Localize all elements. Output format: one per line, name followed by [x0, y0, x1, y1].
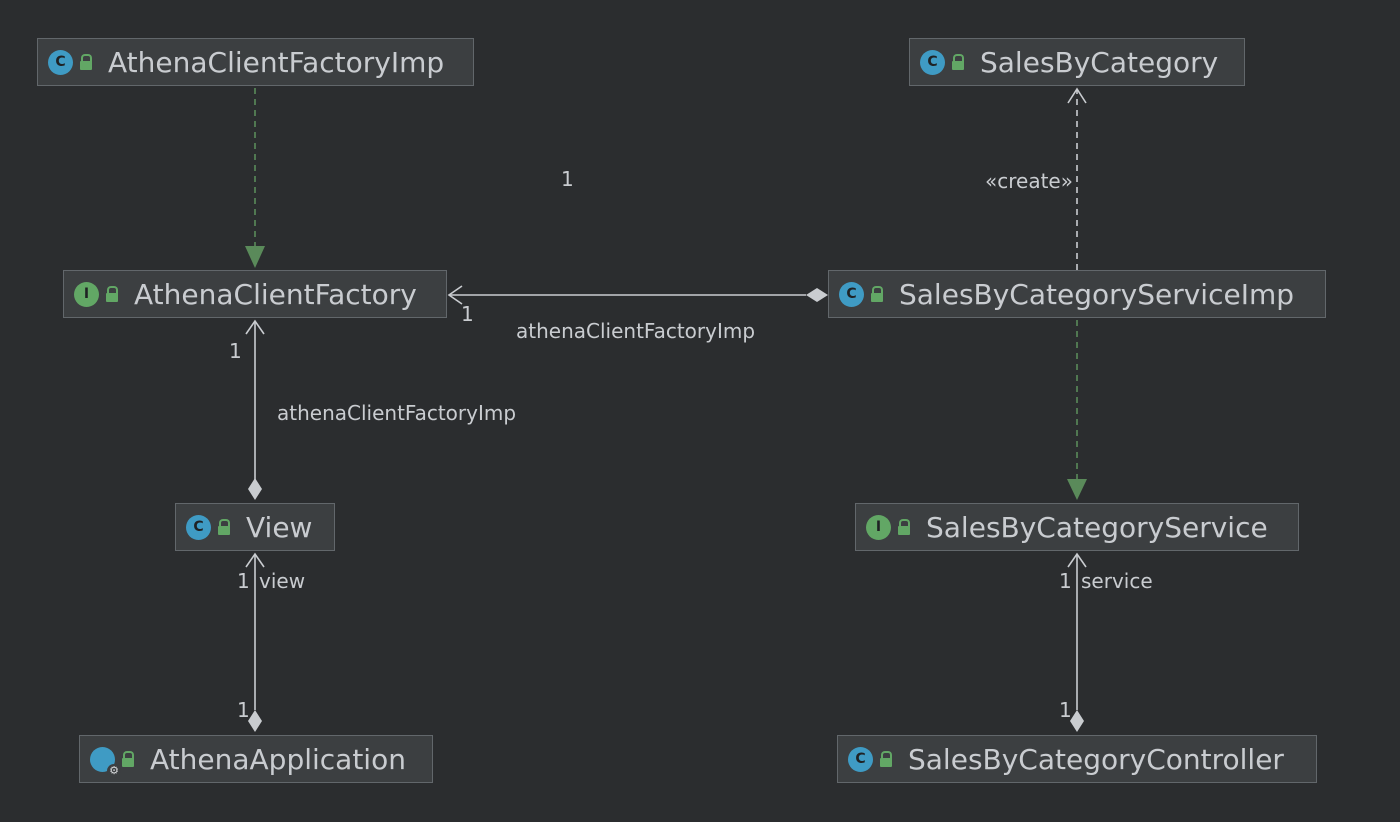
class-node-athena-client-factory-imp[interactable]: C AthenaClientFactoryImp [37, 38, 474, 86]
public-access-icon [898, 519, 910, 535]
composition-arrowhead-icon [245, 319, 265, 335]
public-access-icon [80, 54, 92, 70]
public-access-icon [106, 286, 118, 302]
class-icon: C [48, 49, 73, 75]
edge-multiplicity: 1 [237, 698, 250, 722]
edge-multiplicity: 1 [561, 167, 574, 191]
edge-role-label: service [1081, 569, 1153, 593]
node-name: AthenaClientFactory [134, 277, 417, 311]
node-name: AthenaApplication [150, 742, 406, 776]
edge-multiplicity: 1 [1059, 569, 1072, 593]
composition-arrowhead-icon [1067, 552, 1087, 568]
node-name: SalesByCategory [980, 45, 1219, 79]
class-icon: C [839, 281, 864, 307]
composition-arrowhead-icon [447, 285, 463, 305]
public-access-icon [952, 54, 964, 70]
dependency-arrowhead-icon [1067, 87, 1087, 104]
node-name: View [246, 510, 313, 544]
node-name: SalesByCategoryController [908, 742, 1284, 776]
class-node-sales-by-category-service-imp[interactable]: C SalesByCategoryServiceImp [828, 270, 1326, 318]
realization-triangle-icon [245, 246, 265, 268]
application-class-icon: ⚙ [90, 746, 121, 778]
node-name: SalesByCategoryService [926, 510, 1268, 544]
edge-multiplicity: 1 [461, 302, 474, 326]
composition-diamond-icon [248, 710, 262, 732]
class-node-athena-application[interactable]: ⚙ AthenaApplication [79, 735, 433, 783]
edge-multiplicity: 1 [229, 339, 242, 363]
public-access-icon [122, 751, 134, 767]
composition-arrowhead-icon [245, 552, 265, 568]
interface-icon: I [74, 281, 99, 307]
realization-triangle-icon [1067, 479, 1087, 500]
class-icon: C [186, 514, 211, 540]
gear-icon: ⚙ [107, 763, 121, 778]
edge-role-label: view [259, 569, 306, 593]
edge-role-label: athenaClientFactoryImp [277, 401, 517, 425]
class-node-sales-by-category[interactable]: C SalesByCategory [909, 38, 1245, 86]
interface-node-athena-client-factory[interactable]: I AthenaClientFactory [63, 270, 447, 318]
class-node-sales-by-category-controller[interactable]: C SalesByCategoryController [837, 735, 1317, 783]
interface-node-sales-by-category-service[interactable]: I SalesByCategoryService [855, 503, 1299, 551]
composition-diamond-icon [1070, 710, 1084, 732]
public-access-icon [880, 751, 892, 767]
class-node-view[interactable]: C View [175, 503, 335, 551]
public-access-icon [871, 286, 883, 302]
class-icon: C [920, 49, 945, 75]
composition-diamond-icon [248, 478, 262, 500]
node-name: SalesByCategoryServiceImp [899, 277, 1294, 311]
edge-role-label: athenaClientFactoryImp [516, 319, 756, 343]
composition-diamond-icon [806, 288, 828, 302]
edge-multiplicity: 1 [237, 569, 250, 593]
interface-icon: I [866, 514, 891, 540]
edge-multiplicity: 1 [1059, 698, 1072, 722]
edge-stereotype-label: «create» [985, 169, 1073, 193]
class-icon: C [848, 746, 873, 772]
public-access-icon [218, 519, 230, 535]
node-name: AthenaClientFactoryImp [108, 45, 445, 79]
